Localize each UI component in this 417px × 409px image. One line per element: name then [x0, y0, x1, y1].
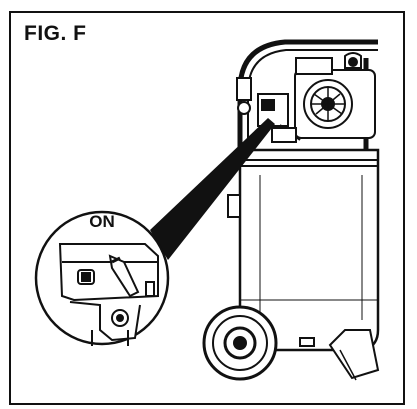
switch-detail-callout: [34, 210, 170, 346]
figure-label: FIG. F: [24, 22, 87, 45]
on-label: ON: [89, 212, 115, 231]
air-compressor-illustration: [202, 39, 380, 381]
